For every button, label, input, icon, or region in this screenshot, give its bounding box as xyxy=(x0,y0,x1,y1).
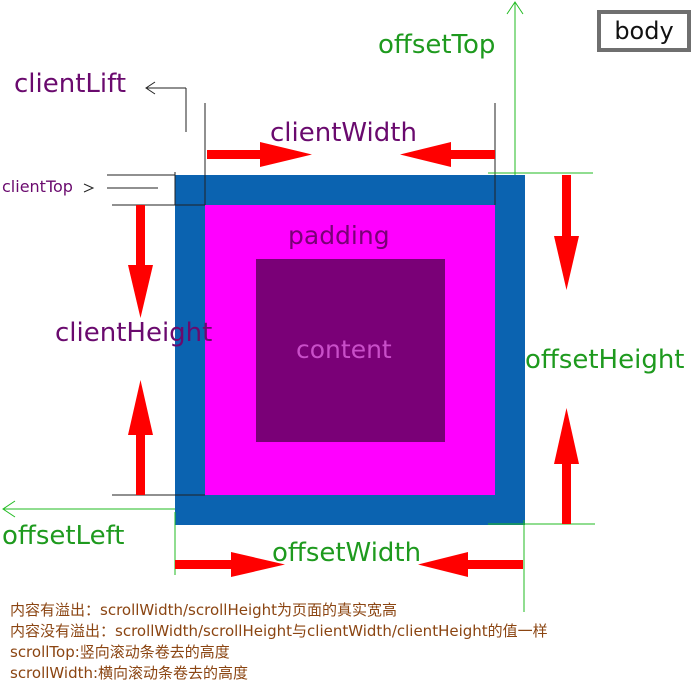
client-guides xyxy=(107,87,496,496)
client-left-label: clientLift xyxy=(14,69,127,99)
note-line: 内容有溢出：scrollWidth/scrollHeight为页面的真实宽高 xyxy=(10,601,398,619)
body-box: body xyxy=(597,10,691,52)
note-line: scrollTop:竖向滚动条卷去的高度 xyxy=(10,643,230,661)
note-line: 内容没有溢出：scrollWidth/scrollHeight与clientWi… xyxy=(10,622,548,640)
client-left-arrowhead xyxy=(145,81,156,95)
notes: 内容有溢出：scrollWidth/scrollHeight为页面的真实宽高 内… xyxy=(10,600,548,684)
note-line: scrollWidth:横向滚动条卷去的高度 xyxy=(10,664,249,682)
offset-guides xyxy=(2,1,595,612)
client-height-label: clientHeight xyxy=(55,318,213,348)
padding-label: padding xyxy=(288,221,390,250)
client-top-arrowhead xyxy=(83,183,95,193)
client-top-label: clientTop xyxy=(2,177,73,196)
offset-left-label: offsetLeft xyxy=(2,521,125,551)
offset-top-label: offsetTop xyxy=(378,30,496,60)
body-label: body xyxy=(614,17,674,45)
offset-width-label: offsetWidth xyxy=(272,538,422,568)
content-box xyxy=(256,259,445,442)
content-label: content xyxy=(296,335,392,364)
client-width-label: clientWidth xyxy=(270,118,417,148)
offset-height-label: offsetHeight xyxy=(525,345,685,375)
red-arrows xyxy=(128,142,579,577)
